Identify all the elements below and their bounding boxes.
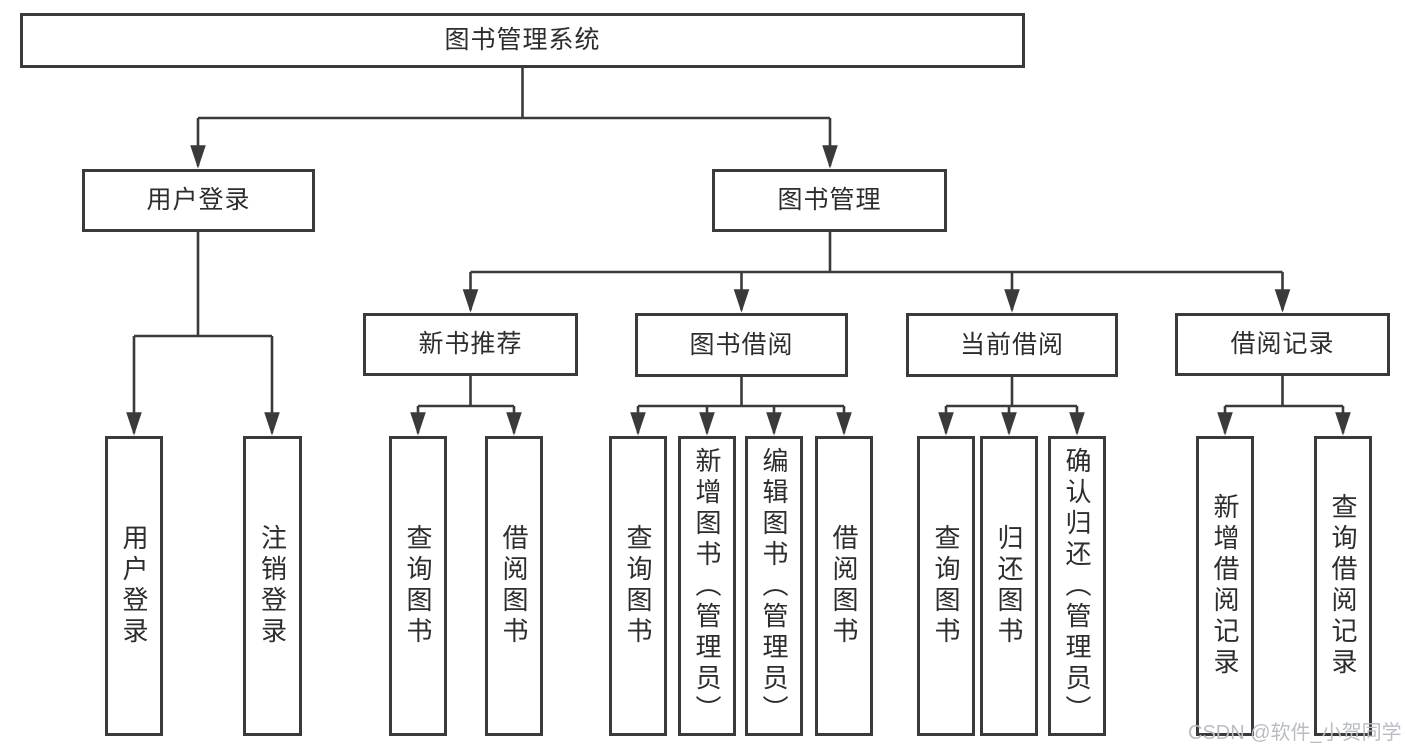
- leaf-add-borrow-record: 新增借阅记录: [1196, 436, 1254, 736]
- node-label: 查询图书: [403, 524, 433, 648]
- node-label: 用户登录: [146, 186, 251, 214]
- node-user-login: 用户登录: [82, 169, 315, 232]
- node-label: 编辑图书（管理员）: [759, 446, 789, 726]
- leaf-borrow-books: 借阅图书: [485, 436, 543, 736]
- node-label: 借阅图书: [829, 524, 859, 648]
- leaf-logout: 注销登录: [243, 436, 302, 736]
- leaf-user-login: 用户登录: [105, 436, 163, 736]
- node-book-borrowing: 图书借阅: [635, 313, 848, 377]
- node-new-book-recommend: 新书推荐: [363, 313, 578, 376]
- node-borrowing-records: 借阅记录: [1175, 313, 1390, 376]
- leaf-query-books: 查询图书: [609, 436, 667, 736]
- leaf-confirm-return-admin: 确认归还（管理员）: [1048, 436, 1106, 736]
- node-label: 图书管理系统: [444, 26, 601, 54]
- node-label: 借阅记录: [1230, 330, 1335, 358]
- node-label: 查询图书: [931, 524, 961, 648]
- node-library-management-system: 图书管理系统: [20, 13, 1025, 68]
- node-label: 图书借阅: [689, 330, 794, 359]
- leaf-add-books-admin: 新增图书（管理员）: [678, 436, 736, 736]
- leaf-query-borrow-record: 查询借阅记录: [1314, 436, 1372, 736]
- leaf-edit-books-admin: 编辑图书（管理员）: [745, 436, 803, 736]
- leaf-query-books: 查询图书: [917, 436, 975, 736]
- leaf-query-books: 查询图书: [389, 436, 447, 736]
- node-label: 借阅图书: [499, 524, 529, 648]
- node-label: 新书推荐: [418, 330, 523, 358]
- node-label: 图书管理: [777, 186, 882, 214]
- node-label: 用户登录: [119, 524, 149, 648]
- node-label: 归还图书: [994, 524, 1024, 648]
- node-label: 确认归还（管理员）: [1062, 446, 1092, 726]
- node-current-borrowing: 当前借阅: [906, 313, 1118, 377]
- node-book-management: 图书管理: [712, 169, 947, 232]
- node-label: 当前借阅: [959, 330, 1064, 359]
- node-label: 新增借阅记录: [1210, 493, 1240, 679]
- leaf-return-books: 归还图书: [980, 436, 1038, 736]
- node-label: 查询图书: [623, 524, 653, 648]
- node-label: 查询借阅记录: [1328, 493, 1358, 679]
- node-label: 注销登录: [257, 524, 288, 648]
- node-label: 新增图书（管理员）: [692, 446, 722, 726]
- leaf-borrow-books: 借阅图书: [815, 436, 873, 736]
